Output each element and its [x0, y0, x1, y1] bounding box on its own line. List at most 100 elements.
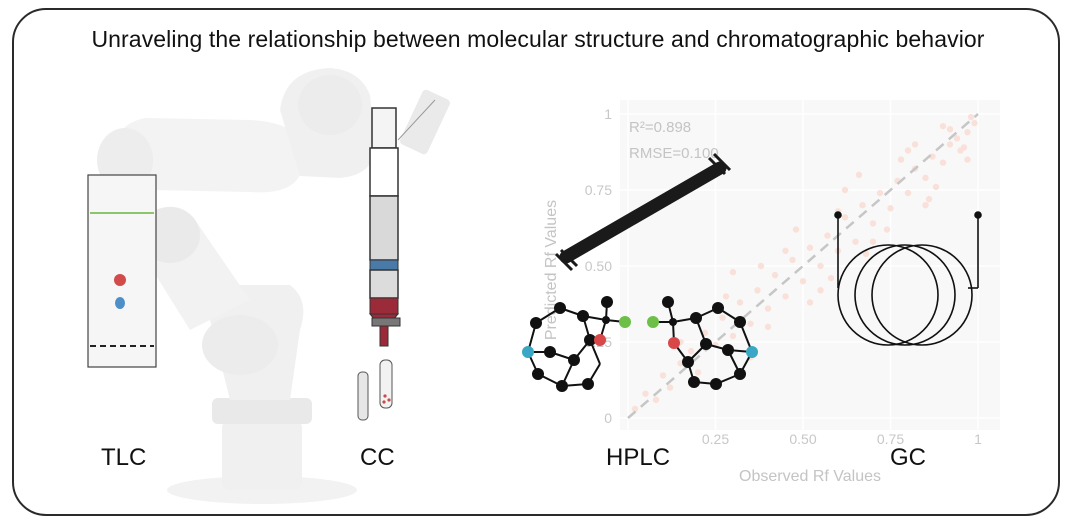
data-point — [939, 159, 947, 166]
data-point — [799, 278, 807, 285]
data-point — [771, 271, 779, 279]
data-point — [855, 171, 863, 178]
data-point — [887, 205, 894, 212]
data-point — [922, 174, 929, 182]
stopcock-icon — [371, 317, 401, 327]
atom-green — [647, 316, 659, 328]
data-point — [876, 189, 884, 197]
figure-frame — [12, 8, 1060, 516]
data-point — [971, 119, 978, 127]
r2-annotation: R²=0.898 — [629, 119, 691, 136]
x-axis-label: Observed Rf Values — [739, 468, 881, 485]
test-tube-filled — [379, 359, 393, 409]
data-point — [659, 372, 667, 379]
data-point — [946, 141, 954, 148]
data-point — [757, 262, 765, 270]
data-point — [782, 247, 789, 254]
data-point — [859, 202, 866, 209]
y-tick-label: 0 — [604, 410, 612, 426]
atom-blue — [746, 346, 758, 358]
data-points — [631, 113, 978, 413]
x-tick-label: 1 — [974, 431, 982, 447]
data-point — [841, 186, 849, 194]
data-point — [841, 214, 849, 221]
data-point — [792, 226, 800, 233]
data-point — [789, 256, 796, 264]
data-point — [666, 384, 674, 391]
tlc-spot-red — [114, 274, 126, 286]
y-tick-labels: 00.250.500.751 — [585, 106, 612, 426]
data-point — [729, 268, 737, 276]
label-cc: CC — [360, 444, 395, 471]
data-point — [883, 226, 891, 233]
data-point — [652, 396, 660, 403]
column-band-blue — [369, 259, 399, 271]
data-point — [925, 195, 933, 203]
data-point — [964, 129, 971, 136]
atom-red — [668, 337, 680, 349]
data-point — [946, 126, 954, 133]
data-point — [687, 347, 695, 355]
data-point — [960, 144, 968, 151]
y-tick-label: 0.50 — [585, 258, 612, 274]
data-point — [897, 156, 905, 163]
tlc-spot-blue — [115, 297, 125, 309]
column-band-red — [369, 297, 399, 315]
x-tick-labels: 0.25 0.50 0.75 1 — [702, 431, 982, 447]
label-gc: GC — [890, 444, 926, 471]
robot-arm-illustration — [97, 68, 450, 504]
data-point — [852, 238, 859, 245]
data-point — [806, 244, 814, 251]
atom-green — [619, 316, 631, 328]
data-point — [862, 250, 870, 258]
data-point — [806, 299, 814, 306]
hplc-column — [554, 152, 732, 272]
data-point — [827, 274, 835, 282]
figure-title: Unraveling the relationship between mole… — [91, 26, 985, 52]
data-point — [782, 293, 789, 300]
rf-scatter-chart: 0.25 0.50 0.75 1 0 0.25 0.50 0.75 1 — [585, 100, 1000, 447]
data-point — [939, 122, 947, 130]
data-point — [747, 320, 754, 327]
molecule-structure-left — [522, 296, 631, 392]
data-point — [817, 262, 824, 270]
data-point — [642, 390, 649, 397]
data-point — [904, 189, 912, 197]
data-point — [911, 141, 919, 148]
gc-coil-column — [834, 211, 982, 346]
data-point — [932, 183, 940, 191]
data-point — [754, 287, 761, 294]
rmse-annotation: RMSE=0.100 — [629, 145, 719, 162]
y-tick-label: 1 — [604, 106, 612, 122]
data-point — [922, 202, 929, 209]
data-point — [904, 147, 912, 154]
atom-blue — [522, 346, 534, 358]
label-tlc: TLC — [101, 444, 147, 471]
data-point — [722, 293, 730, 300]
data-point — [719, 314, 726, 321]
x-tick-label: 0.25 — [702, 431, 729, 447]
data-point — [869, 238, 877, 245]
y-tick-label: 0.75 — [585, 182, 612, 198]
tlc-plate — [87, 174, 157, 368]
y-axis-label: Predicted Rf Values — [543, 200, 560, 340]
data-point — [964, 156, 971, 163]
chromatography-column — [357, 99, 436, 421]
atom-red — [594, 334, 606, 346]
test-tube-empty — [357, 371, 369, 421]
data-point — [869, 220, 877, 227]
data-point — [817, 287, 824, 294]
x-tick-label: 0.75 — [877, 431, 904, 447]
plot-panel — [620, 100, 1000, 430]
data-point — [764, 323, 772, 330]
x-tick-label: 0.50 — [789, 431, 816, 447]
data-point — [694, 369, 702, 376]
data-point — [967, 113, 975, 121]
molecule-structure-right — [647, 296, 758, 390]
data-point — [929, 153, 936, 160]
data-point — [736, 299, 744, 306]
data-point — [824, 232, 831, 239]
data-point — [729, 332, 737, 340]
label-hplc: HPLC — [606, 444, 671, 471]
